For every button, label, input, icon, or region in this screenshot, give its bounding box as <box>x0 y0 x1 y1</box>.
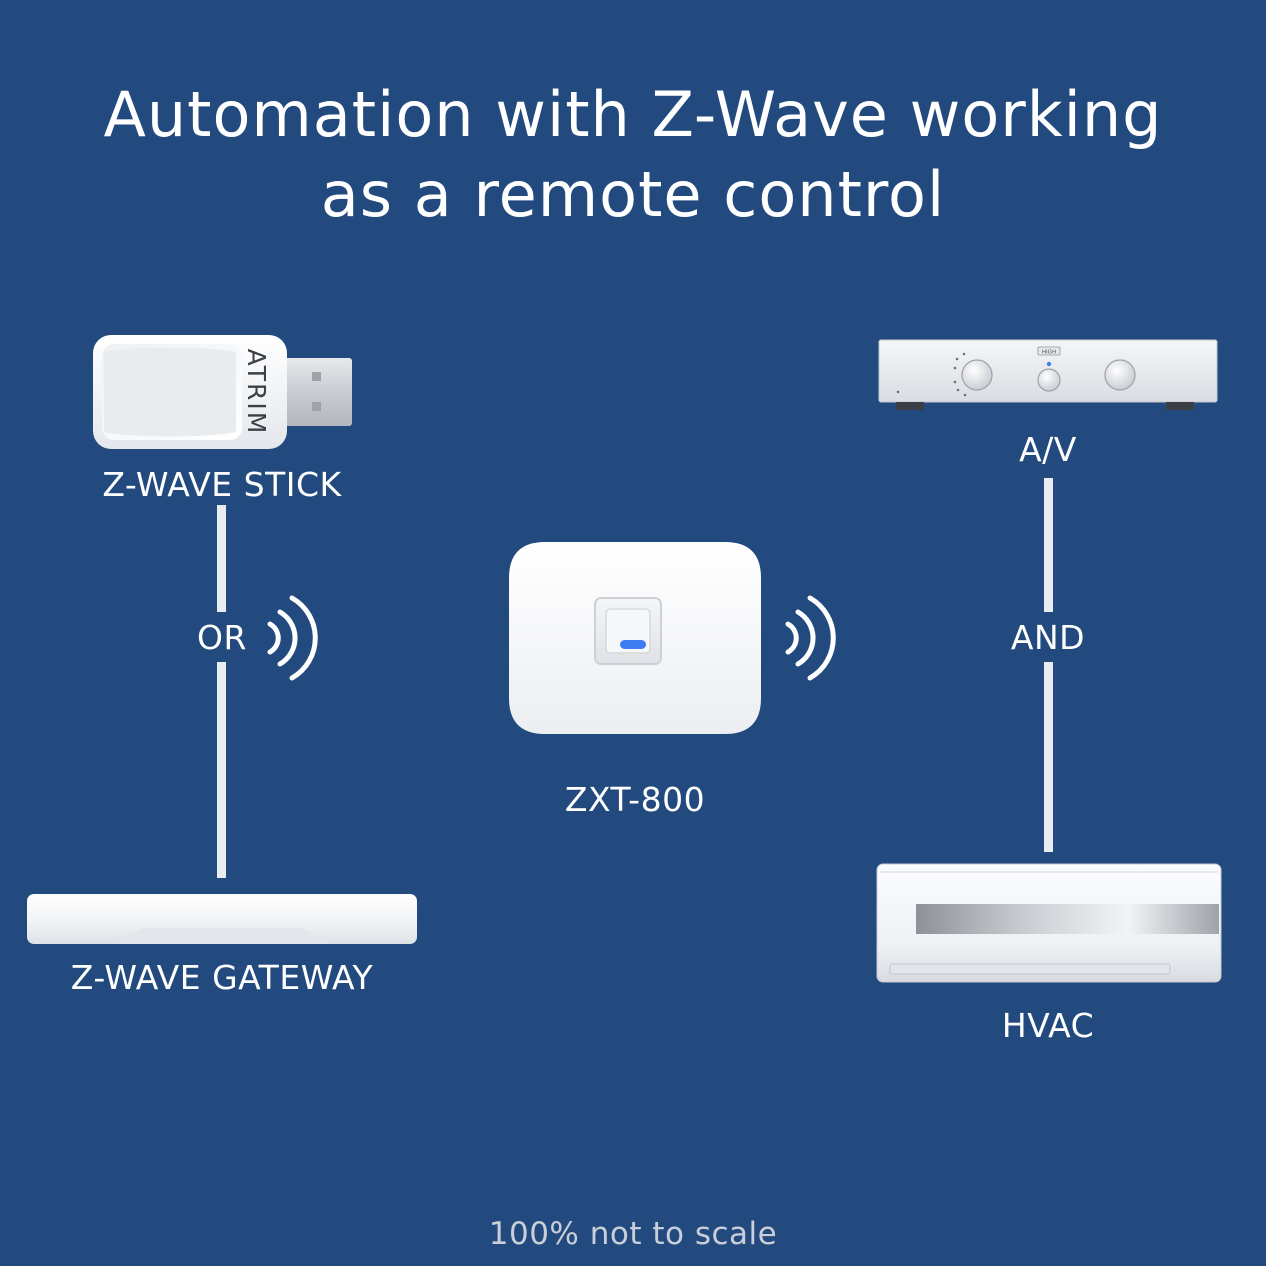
amplifier-icon: HIGH <box>876 338 1220 414</box>
remote-device-icon <box>505 538 765 738</box>
connector-line-lower-left <box>217 662 226 878</box>
connector-line-upper-right <box>1044 478 1053 612</box>
title-line-2: as a remote control <box>320 158 946 231</box>
z-wave-gateway-label: Z-WAVE GATEWAY <box>70 958 374 997</box>
hvac-label: HVAC <box>1001 1006 1095 1045</box>
stick-brand: ATRIM <box>242 349 271 436</box>
connector-line-upper-left <box>217 505 226 612</box>
z-wave-stick-label: Z-WAVE STICK <box>102 465 342 504</box>
gateway-icon <box>25 890 420 948</box>
connector-line-lower-right <box>1044 662 1053 852</box>
wireless-signal-icon <box>262 592 322 684</box>
and-label: AND <box>1010 618 1086 657</box>
title-line-1: Automation with Z-Wave working <box>103 78 1163 151</box>
av-label: A/V <box>1019 430 1077 469</box>
usb-stick-icon: ATRIM <box>90 332 356 452</box>
air-conditioner-icon <box>874 860 1224 988</box>
zxt-800-label: ZXT-800 <box>564 780 706 819</box>
scale-disclaimer: 100% not to scale <box>488 1216 778 1252</box>
wireless-signal-icon <box>780 592 840 684</box>
or-label: OR <box>197 618 247 657</box>
amplifier-badge: HIGH <box>1042 350 1056 356</box>
